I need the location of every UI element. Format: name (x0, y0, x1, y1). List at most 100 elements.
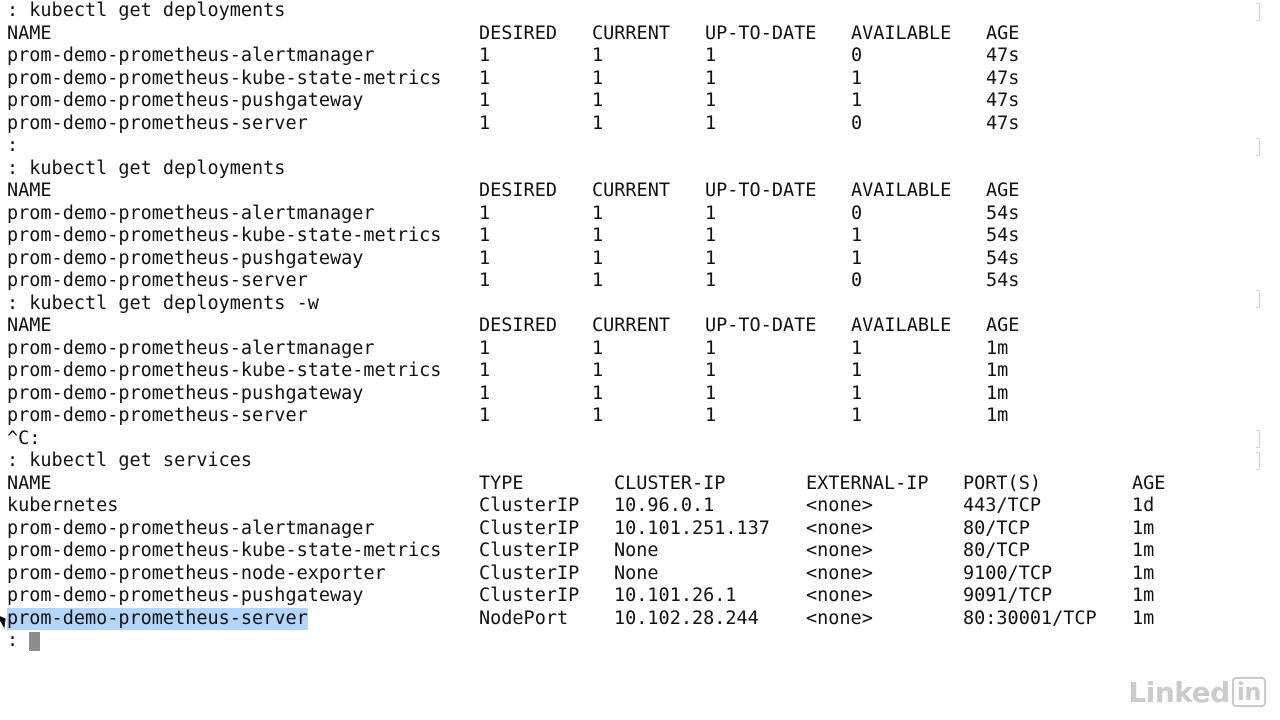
watermark-in-box: in (1231, 677, 1266, 707)
table-cell: 10.101.251.137 (614, 517, 770, 539)
table-cell: 1 (592, 382, 604, 404)
selected-text[interactable]: prom-demo-prometheus-server (7, 607, 308, 630)
table-cell: PORT(S) (963, 472, 1041, 494)
table-cell: 54s (986, 270, 1020, 291)
table-cell: AGE (986, 315, 1020, 336)
table-cell: 1 (592, 112, 604, 134)
table-cell: 1 (479, 112, 491, 134)
table-cell: CURRENT (592, 22, 670, 44)
line-text: : kubectl get deployments (7, 0, 286, 21)
table-cell: 1m (1132, 585, 1155, 606)
table-cell: 54s (986, 225, 1020, 246)
table-cell: <none> (806, 607, 873, 629)
scroll-marker (1256, 138, 1260, 156)
table-cell: 47s (986, 112, 1020, 134)
table-cell: 1 (705, 247, 717, 269)
table-cell: AGE (986, 180, 1020, 201)
table-cell: ClusterIP (479, 540, 580, 561)
table-cell: 0 (851, 270, 863, 291)
table-cell: 0 (851, 45, 863, 66)
text-cursor (29, 632, 40, 651)
table-cell: TYPE (479, 472, 524, 494)
table-cell: 1 (705, 112, 717, 134)
scroll-marker (1256, 290, 1260, 308)
table-cell: 1 (592, 225, 604, 246)
table-cell: <none> (806, 495, 873, 516)
table-cell: 1 (851, 382, 863, 404)
table-cell: 1 (479, 337, 491, 359)
line-text: : kubectl get deployments -w (7, 292, 319, 314)
table-cell: None (614, 540, 659, 561)
table-cell: 1 (851, 90, 863, 111)
table-cell: 1m (986, 337, 1009, 359)
table-cell: AVAILABLE (851, 315, 952, 336)
table-cell: DESIRED (479, 315, 557, 336)
resource-name-cell: NAME (7, 472, 52, 494)
resource-name-cell: prom-demo-prometheus-server (7, 112, 308, 134)
table-cell: 0 (851, 202, 863, 224)
table-cell: ClusterIP (479, 562, 580, 584)
table-cell: UP-TO-DATE (705, 315, 817, 336)
table-cell: AGE (986, 22, 1020, 44)
table-cell: AVAILABLE (851, 22, 952, 44)
table-cell: 1 (851, 225, 863, 246)
table-cell: 1m (1132, 562, 1155, 584)
table-cell: 1 (479, 247, 491, 269)
table-cell: 10.96.0.1 (614, 495, 715, 516)
command-line: : (7, 630, 18, 652)
table-cell: CURRENT (592, 315, 670, 336)
table-cell: <none> (806, 517, 873, 539)
table-cell: 1d (1132, 495, 1155, 516)
table-cell: 1m (986, 382, 1009, 404)
table-cell: 1m (1132, 517, 1155, 539)
table-cell: UP-TO-DATE (705, 22, 817, 44)
resource-name-cell: prom-demo-prometheus-kube-state-metrics (7, 225, 442, 246)
table-cell: <none> (806, 585, 873, 606)
resource-name-cell: prom-demo-prometheus-alertmanager (7, 517, 375, 539)
table-cell: 1 (479, 360, 491, 381)
table-cell: <none> (806, 562, 873, 584)
table-cell: 1 (705, 202, 717, 224)
table-cell: 1 (592, 337, 604, 359)
resource-name-cell: NAME (7, 22, 52, 44)
table-cell: 1 (851, 67, 863, 89)
table-cell: AGE (1132, 472, 1166, 494)
table-cell: 1 (479, 90, 491, 111)
table-cell: 0 (851, 112, 863, 134)
table-cell: 1 (479, 202, 491, 224)
table-cell: ClusterIP (479, 585, 580, 606)
table-cell: 80:30001/TCP (963, 607, 1097, 629)
table-cell: EXTERNAL-IP (806, 472, 929, 494)
table-cell: 1 (705, 90, 717, 111)
table-cell: 1 (851, 337, 863, 359)
resource-name-cell: prom-demo-prometheus-alertmanager (7, 337, 375, 359)
table-cell: 9091/TCP (963, 585, 1053, 606)
table-cell: <none> (806, 540, 873, 561)
line-text: : (7, 630, 19, 651)
command-line: : kubectl get deployments -w (7, 293, 319, 315)
table-cell: 1 (705, 270, 717, 291)
table-cell: NodePort (479, 607, 569, 629)
table-cell: 10.101.26.1 (614, 585, 737, 606)
table-cell: 1 (851, 247, 863, 269)
table-cell: 1 (592, 202, 604, 224)
resource-name-cell: prom-demo-prometheus-pushgateway (7, 247, 364, 269)
command-line: : kubectl get services (7, 450, 252, 472)
table-cell: 1 (592, 67, 604, 89)
table-cell: 1 (705, 67, 717, 89)
scroll-marker (1256, 430, 1260, 448)
table-cell: 1m (1132, 607, 1155, 629)
resource-name-cell: prom-demo-prometheus-server (7, 405, 308, 426)
table-cell: 80/TCP (963, 517, 1030, 539)
table-cell: 1 (851, 405, 863, 426)
line-text: ^C: (7, 427, 41, 449)
table-cell: 1 (479, 382, 491, 404)
resource-name-cell: prom-demo-prometheus-node-exporter (7, 562, 386, 584)
table-cell: 1 (592, 90, 604, 111)
table-cell: DESIRED (479, 180, 557, 201)
table-cell: 1m (1132, 540, 1155, 561)
table-cell: 1m (986, 405, 1009, 426)
resource-name-cell: prom-demo-prometheus-kube-state-metrics (7, 67, 442, 89)
